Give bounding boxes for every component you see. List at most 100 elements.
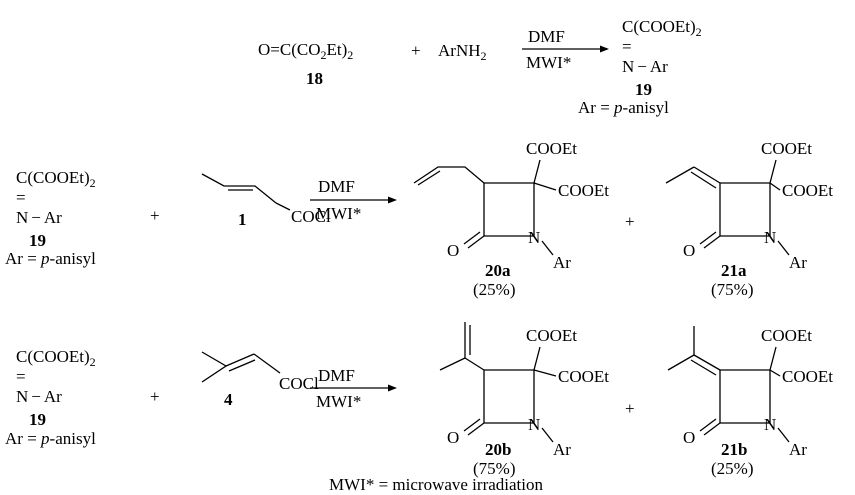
product-21b: COOEt COOEt O N Ar 21b (25%) — [667, 326, 833, 478]
beta-lactam-ring — [719, 182, 771, 237]
carbonyl-oxygen: O — [447, 428, 459, 447]
compound-label-19: 19 — [29, 410, 46, 429]
ethylidene-methyl — [665, 166, 695, 184]
exocyclic-double-bond — [693, 354, 721, 371]
acyl-bond — [253, 353, 281, 374]
yield-20a: (25%) — [473, 280, 515, 299]
ester-top: COOEt — [526, 326, 577, 345]
carbonyl-bond — [467, 422, 485, 436]
carbonyl-double-bond — [699, 418, 717, 432]
product-20a: COOEt COOEt O N Ar 20a (25%) — [413, 139, 609, 299]
alkene-double-bond — [228, 359, 256, 372]
isopropenyl-methyl — [439, 357, 466, 371]
compound-label-19: 19 — [635, 80, 652, 99]
aryl-bond — [777, 240, 790, 256]
ester-right: COOEt — [558, 181, 609, 200]
gem-dimethyl — [201, 351, 228, 383]
ester-bond-top — [533, 159, 541, 184]
aryl-definition: Ar = p-anisyl — [578, 98, 669, 117]
condition-label: MWI* — [526, 53, 571, 72]
reaction-3: C(COOEt)2 = N−Ar 19 Ar = p-anisyl + 4 CO… — [5, 322, 833, 478]
compound-label-21a: 21a — [721, 261, 747, 280]
ester-right: COOEt — [558, 367, 609, 386]
compound-label-21b: 21b — [721, 440, 747, 459]
product-21a: COOEt COOEt O N Ar 21a (75%) — [665, 139, 833, 299]
aryl-group: Ar — [789, 440, 807, 459]
compound-label-1: 1 — [238, 210, 247, 229]
exocyclic-double-bond — [693, 166, 721, 184]
arrow-head — [600, 45, 609, 53]
aryl-bond — [777, 427, 790, 443]
imine-nitrogen: N−Ar — [16, 387, 62, 406]
ester-right: COOEt — [782, 367, 833, 386]
imine-top-group: C(COOEt)2 — [16, 347, 96, 369]
carbonyl-oxygen: O — [447, 241, 459, 260]
yield-21a: (75%) — [711, 280, 753, 299]
plus-sign: + — [150, 206, 160, 225]
lactam-nitrogen: N — [528, 228, 540, 247]
plus-sign: + — [625, 212, 635, 231]
acyl-bond — [275, 202, 291, 211]
carbonyl-bond — [703, 235, 721, 249]
solvent-label: DMF — [318, 177, 355, 196]
beta-lactam-ring — [483, 369, 535, 424]
aryl-group: Ar — [553, 253, 571, 272]
vinyl-double-bond — [417, 170, 441, 186]
imine-nitrogen: N−Ar — [622, 57, 668, 76]
compound-label-19: 19 — [29, 231, 46, 250]
arylamine-formula: ArNH2 — [438, 41, 487, 63]
carbonyl-bond — [467, 235, 485, 249]
plus-sign: + — [625, 399, 635, 418]
isopropylidene-methyl-2 — [667, 354, 695, 371]
solvent-label: DMF — [318, 366, 355, 385]
alkene-bond — [225, 353, 255, 367]
beta-lactam-ring — [719, 369, 771, 424]
plus-sign: + — [411, 41, 421, 60]
carbonyl-double-bond — [463, 231, 481, 245]
imine-top-group: C(COOEt)2 — [622, 17, 702, 39]
ester-bond-right — [769, 369, 781, 377]
aryl-bond — [541, 240, 554, 256]
acyl-chloride-group: COCl — [291, 207, 331, 226]
ester-bond-top — [533, 346, 541, 371]
carbonyl-oxygen: O — [683, 241, 695, 260]
crotonyl-chain — [201, 173, 277, 204]
imine-nitrogen: N−Ar — [16, 208, 62, 227]
beta-lactam-ring — [483, 182, 535, 237]
carbonyl-double-bond — [699, 231, 717, 245]
ester-bond-top — [769, 159, 777, 184]
carbonyl-oxygen: O — [683, 428, 695, 447]
imine-double-bond: = — [16, 188, 26, 207]
exocyclic-double-bond-2 — [690, 359, 717, 376]
product-20b: COOEt COOEt O N Ar 20b (75%) — [439, 322, 609, 478]
aryl-group: Ar — [789, 253, 807, 272]
aryl-definition: Ar = p-anisyl — [5, 429, 96, 448]
lactam-nitrogen: N — [528, 415, 540, 434]
vinyl-substituent — [413, 166, 485, 184]
compound-label-20a: 20a — [485, 261, 511, 280]
plus-sign: + — [150, 387, 160, 406]
acyl-chloride-group: COCl — [279, 374, 319, 393]
ester-bond-right — [533, 369, 557, 377]
yield-20b: (75%) — [473, 459, 515, 478]
imine-double-bond: = — [16, 367, 26, 386]
isopropenyl-bond — [464, 357, 485, 371]
aryl-bond — [541, 427, 554, 443]
ester-top: COOEt — [526, 139, 577, 158]
reaction-1: O=C(CO2Et)2 18 + ArNH2 DMF MWI* C(COOEt)… — [258, 17, 702, 117]
carbonyl-bond — [703, 422, 721, 436]
footnote: MWI* = microwave irradiation — [329, 475, 543, 494]
lactam-nitrogen: N — [764, 228, 776, 247]
aryl-definition: Ar = p-anisyl — [5, 249, 96, 268]
imine-double-bond: = — [622, 37, 632, 56]
condition-label: MWI* — [316, 204, 361, 223]
solvent-label: DMF — [528, 27, 565, 46]
arrow-head — [388, 384, 397, 392]
lactam-nitrogen: N — [764, 415, 776, 434]
aryl-group: Ar — [553, 440, 571, 459]
carbonyl-double-bond — [463, 418, 481, 432]
ester-right: COOEt — [782, 181, 833, 200]
ester-top: COOEt — [761, 326, 812, 345]
